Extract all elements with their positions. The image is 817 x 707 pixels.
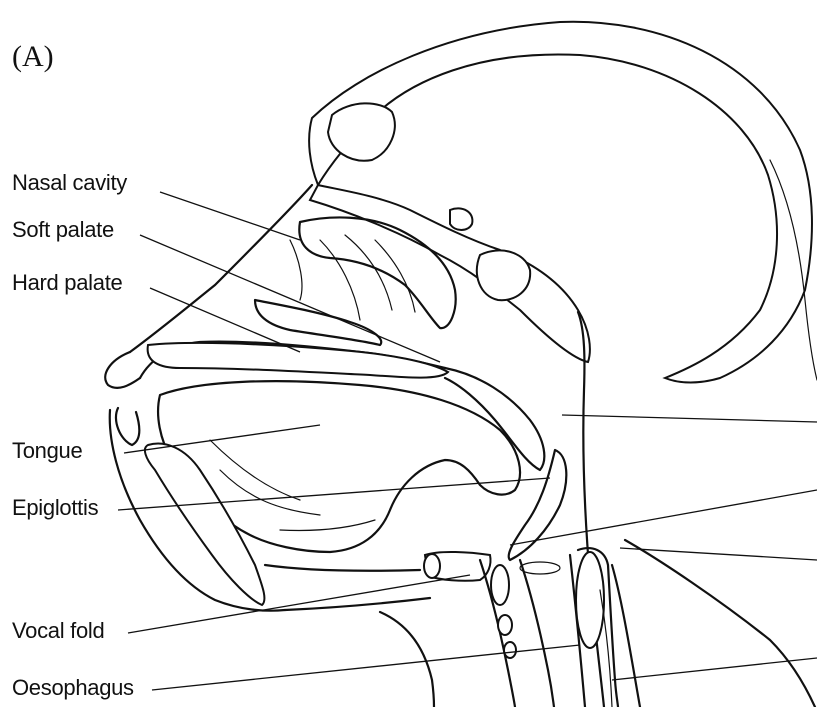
leader-vocal-fold (128, 575, 470, 633)
label-tongue: Tongue (12, 438, 82, 464)
label-vocal-fold: Vocal fold (12, 618, 104, 644)
leader-oesophagus (152, 645, 580, 690)
label-nasal-cavity: Nasal cavity (12, 170, 127, 196)
label-oesophagus: Oesophagus (12, 675, 134, 701)
label-hard-palate: Hard palate (12, 270, 122, 296)
soft-palate-shape (445, 368, 544, 470)
larynx-and-trachea (424, 552, 560, 707)
neck-outline (380, 612, 434, 707)
label-epiglottis: Epiglottis (12, 495, 98, 521)
leader-tongue (124, 425, 320, 453)
hard-palate-bone (148, 343, 448, 378)
label-soft-palate: Soft palate (12, 217, 114, 243)
mandible (110, 410, 430, 611)
panel-label: (A) (12, 40, 54, 74)
oesophagus-and-spine (570, 540, 815, 707)
leader-nasal-cavity (160, 192, 300, 240)
